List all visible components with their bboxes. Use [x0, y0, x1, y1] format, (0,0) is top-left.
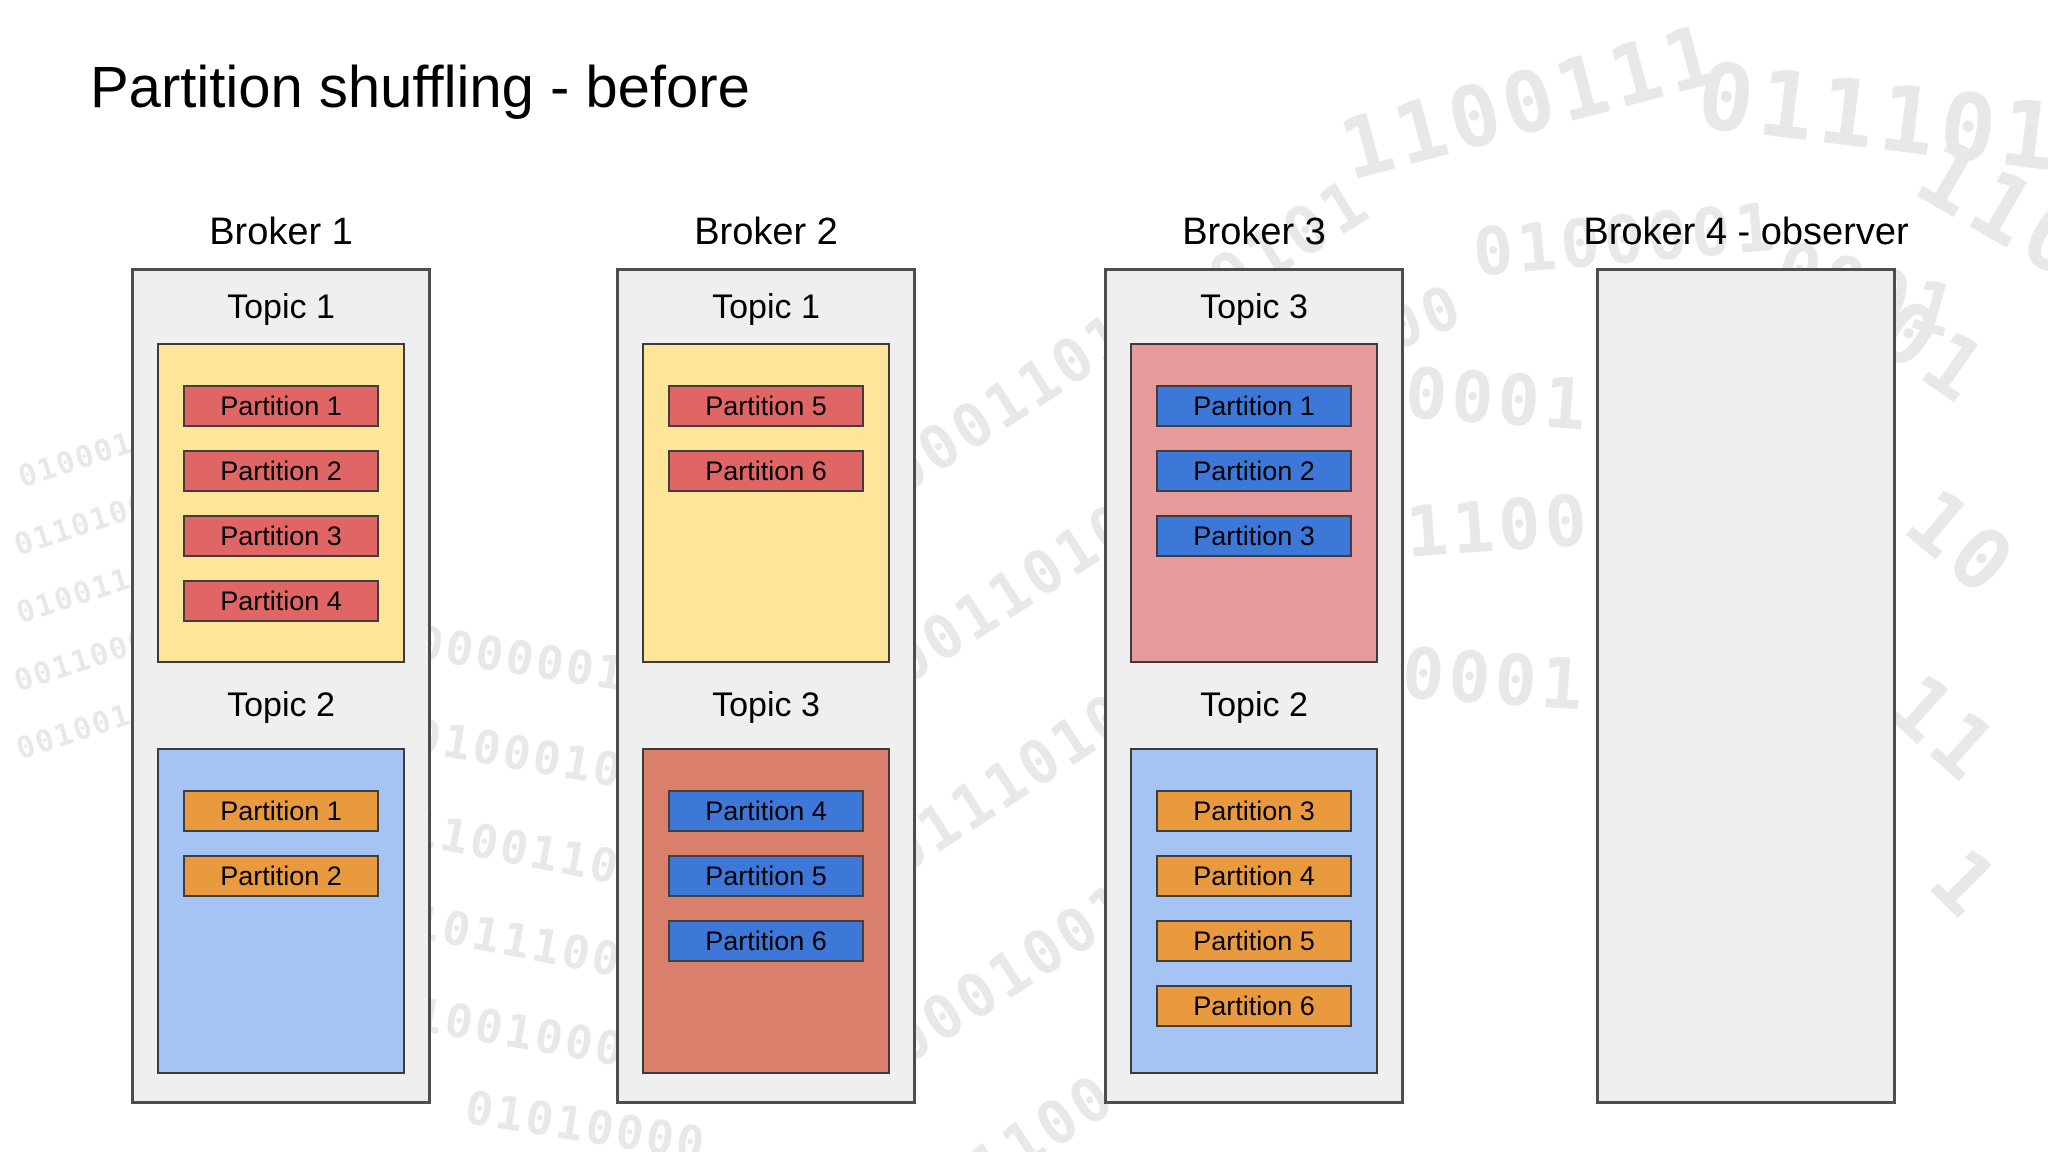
broker-4-label: Broker 4 - observer: [1583, 210, 1909, 253]
partition: Partition 3: [1156, 790, 1352, 832]
partition: Partition 3: [183, 515, 379, 557]
broker-3-label: Broker 3: [1182, 210, 1326, 253]
broker-1-topic-1-box: Partition 1 Partition 2 Partition 3 Part…: [157, 343, 405, 663]
partition: Partition 1: [183, 385, 379, 427]
partition: Partition 5: [668, 855, 864, 897]
partition: Partition 2: [1156, 450, 1352, 492]
partition: Partition 6: [668, 450, 864, 492]
binary-watermark-text: 1: [1910, 830, 2020, 939]
broker-1-topic-2-box: Partition 1 Partition 2: [157, 748, 405, 1074]
partition: Partition 2: [183, 450, 379, 492]
partition: Partition 6: [1156, 985, 1352, 1027]
partition: Partition 1: [183, 790, 379, 832]
binary-watermark-text: 0001: [1402, 352, 1593, 447]
broker-2-topic-3-label: Topic 3: [712, 686, 820, 724]
partition: Partition 4: [668, 790, 864, 832]
binary-watermark-text: 10: [1887, 470, 2036, 617]
broker-1-column: Broker 1 Topic 1 Partition 1 Partition 2…: [131, 196, 431, 1104]
broker-4-box: [1596, 268, 1896, 1104]
binary-watermark-text: 011100: [890, 1060, 1128, 1152]
broker-2-topic-1-box: Partition 5 Partition 6: [642, 343, 890, 663]
partition: Partition 3: [1156, 515, 1352, 557]
broker-3-topic-3-box: Partition 1 Partition 2 Partition 3: [1130, 343, 1378, 663]
broker-3-box: Topic 3 Partition 1 Partition 2 Partitio…: [1104, 268, 1404, 1104]
broker-2-topic-3-box: Partition 4 Partition 5 Partition 6: [642, 748, 890, 1074]
partition: Partition 4: [1156, 855, 1352, 897]
broker-1-topic-1-label: Topic 1: [227, 287, 335, 326]
broker-2-topic-1-label: Topic 1: [712, 287, 820, 326]
broker-4-column: Broker 4 - observer: [1583, 196, 1909, 1104]
partition: Partition 5: [1156, 920, 1352, 962]
partition: Partition 2: [183, 855, 379, 897]
broker-3-topic-2-label: Topic 2: [1200, 686, 1308, 724]
partition: Partition 1: [1156, 385, 1352, 427]
page-title: Partition shuffling - before: [90, 55, 750, 120]
broker-1-label: Broker 1: [209, 210, 353, 253]
partition: Partition 5: [668, 385, 864, 427]
broker-1-box: Topic 1 Partition 1 Partition 2 Partitio…: [131, 268, 431, 1104]
broker-3-topic-3-label: Topic 3: [1200, 287, 1308, 326]
broker-2-box: Topic 1 Partition 5 Partition 6 Topic 3 …: [616, 268, 916, 1104]
binary-watermark-text: 0001: [1399, 632, 1590, 727]
partition: Partition 6: [668, 920, 864, 962]
binary-watermark-text: 1100: [1403, 479, 1594, 574]
partition: Partition 4: [183, 580, 379, 622]
broker-3-topic-2-box: Partition 3 Partition 4 Partition 5 Part…: [1130, 748, 1378, 1074]
broker-2-label: Broker 2: [694, 210, 838, 253]
broker-1-topic-2-label: Topic 2: [227, 686, 335, 724]
binary-watermark-text: 1100111: [1330, 4, 1732, 200]
broker-2-column: Broker 2 Topic 1 Partition 5 Partition 6…: [616, 196, 916, 1104]
broker-3-column: Broker 3 Topic 3 Partition 1 Partition 2…: [1104, 196, 1404, 1104]
